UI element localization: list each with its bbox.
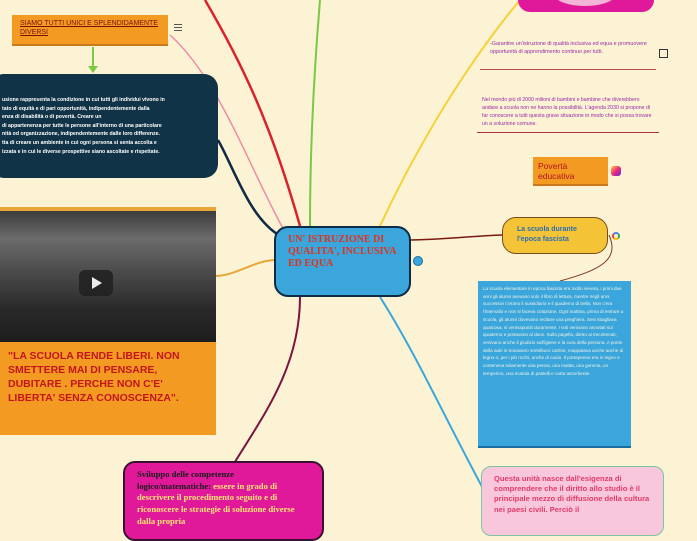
poverty-node[interactable]: Povertà educativa (533, 157, 608, 186)
diversity-label: SIAMO TUTTI UNICI E SPLENDIDAMENTE DIVER… (20, 20, 158, 36)
fascist-school-label: La scuola durante l'epoca fascista (517, 226, 577, 243)
central-title: UN' ISTRUZIONE DI QUALITA', INCLUSIVA ED… (288, 234, 396, 269)
poverty-label: Povertà educativa (538, 161, 575, 181)
fascist-school-description[interactable]: La scuola elementare in epoca fascista e… (478, 281, 631, 448)
instagram-icon[interactable] (611, 166, 621, 176)
video-node[interactable] (0, 207, 216, 349)
inclusion-definition-box[interactable]: usione rappresenta la condizione in cui … (0, 74, 218, 178)
goal-text: -Garantire un'istruzione di qualità incl… (490, 41, 647, 55)
play-icon[interactable] (79, 270, 113, 296)
math-skills-heading: Sviluppo delle competenze logico/matemat… (137, 469, 234, 491)
world-text: Nel mondo più di 2000 milioni di bambini… (482, 97, 652, 127)
right-to-study-text: Questa unità nasce dall'esigenza di comp… (494, 474, 650, 514)
inclusion-definition-text: usione rappresenta la condizione in cui … (2, 97, 165, 155)
fascist-school-node[interactable]: La scuola durante l'epoca fascista (502, 217, 608, 254)
google-icon[interactable] (612, 232, 620, 240)
magenta-top-image (554, 0, 616, 6)
world-underline (477, 132, 659, 133)
quote-text: "LA SCUOLA RENDE LIBERI. NON SMETTERE MA… (8, 350, 180, 404)
quote-node[interactable]: "LA SCUOLA RENDE LIBERI. NON SMETTERE MA… (0, 342, 216, 435)
diversity-node[interactable]: SIAMO TUTTI UNICI E SPLENDIDAMENTE DIVER… (12, 15, 168, 46)
goal-underline (480, 69, 656, 70)
fascist-school-text: La scuola elementare in epoca fascista e… (483, 286, 624, 376)
math-skills-node[interactable]: Sviluppo delle competenze logico/matemat… (123, 461, 324, 541)
central-topic[interactable]: UN' ISTRUZIONE DI QUALITA', INCLUSIVA ED… (274, 226, 411, 297)
link-icon[interactable] (413, 256, 423, 266)
external-link-icon[interactable] (659, 49, 668, 58)
right-to-study-node[interactable]: Questa unità nasce dall'esigenza di comp… (481, 466, 664, 536)
notes-icon[interactable] (174, 24, 182, 31)
magenta-top-node[interactable] (518, 0, 654, 12)
